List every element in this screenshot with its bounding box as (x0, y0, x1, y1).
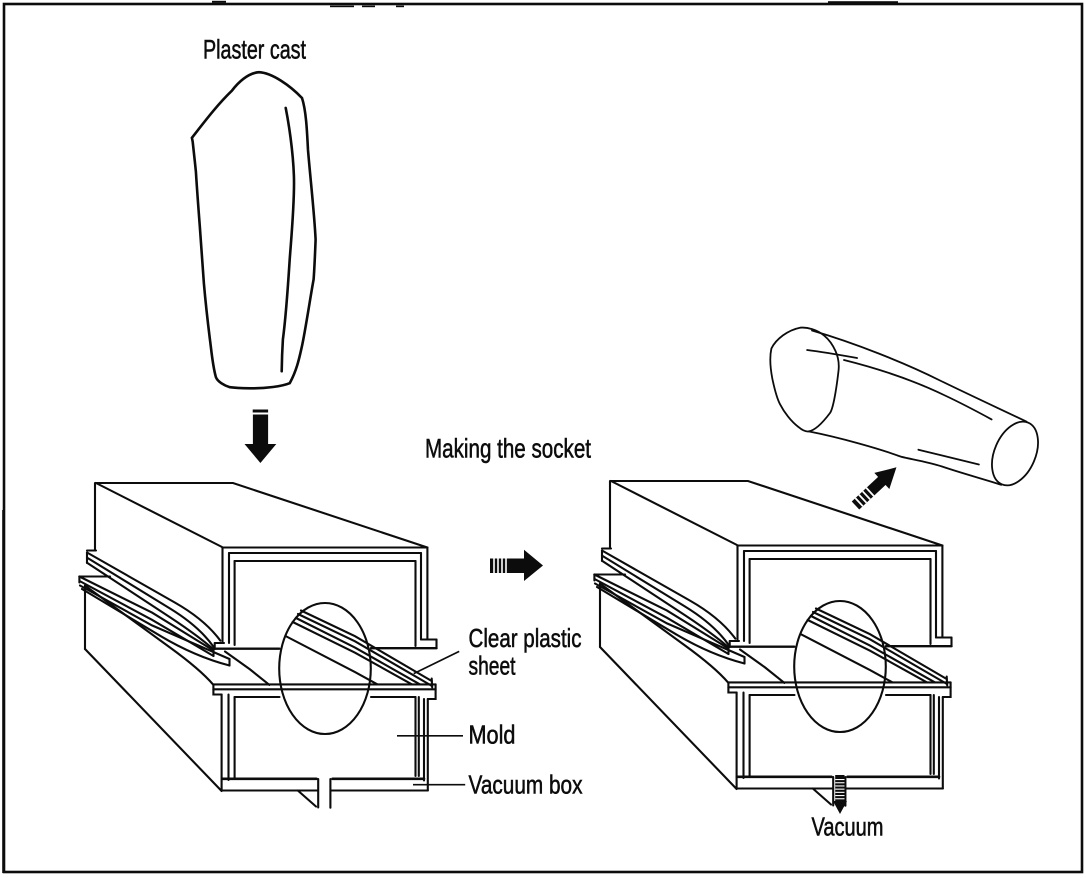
svg-text:Plaster cast: Plaster cast (203, 35, 306, 65)
svg-text:Vacuum: Vacuum (812, 812, 884, 842)
svg-text:Clear plastic: Clear plastic (469, 623, 582, 653)
svg-text:Making the socket: Making the socket (425, 434, 591, 464)
svg-text:Mold: Mold (469, 720, 516, 750)
svg-text:Vacuum box: Vacuum box (469, 770, 583, 800)
svg-text:sheet: sheet (469, 651, 517, 681)
